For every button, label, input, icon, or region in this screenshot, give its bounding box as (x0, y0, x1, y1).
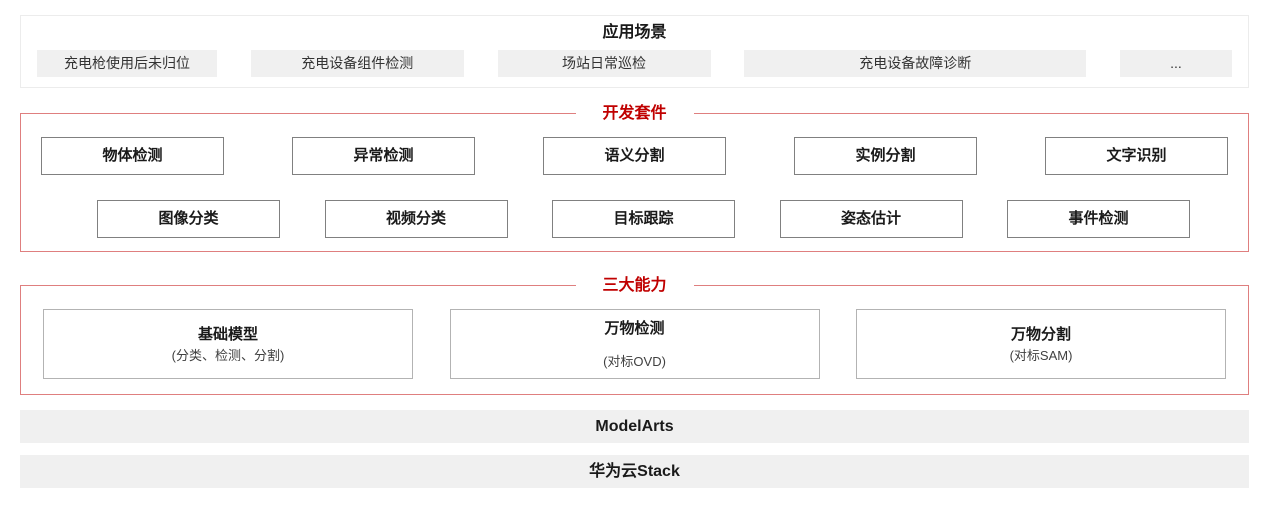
capabilities-section: 三大能力 基础模型 (分类、检测、分割) 万物检测 (对标OVD) 万物分割 (… (20, 275, 1249, 395)
devkit-box-object-detection: 物体检测 (41, 137, 224, 175)
architecture-diagram: 应用场景 充电枪使用后未归位 充电设备组件检测 场站日常巡检 充电设备故障诊断 … (20, 15, 1249, 488)
devkit-box-pose-estimation: 姿态估计 (779, 200, 963, 238)
capability-title: 基础模型 (197, 325, 258, 343)
scenario-chip-daily-inspection: 场站日常巡检 (497, 50, 711, 77)
capability-box-segment-anything: 万物分割 (对标SAM) (856, 309, 1226, 379)
devkit-box-instance-segmentation: 实例分割 (794, 137, 977, 175)
capabilities-title: 三大能力 (575, 275, 694, 296)
capability-subtitle: (对标SAM) (1009, 347, 1073, 363)
capability-title: 万物分割 (1010, 325, 1071, 343)
scenario-chip-charging-gun: 充电枪使用后未归位 (37, 50, 217, 77)
capability-subtitle: (分类、检测、分割) (171, 347, 285, 363)
application-scenarios-title: 应用场景 (602, 24, 667, 41)
application-scenarios-section: 应用场景 充电枪使用后未归位 充电设备组件检测 场站日常巡检 充电设备故障诊断 … (20, 15, 1249, 88)
dev-kit-row-1: 物体检测 异常检测 语义分割 实例分割 文字识别 (21, 137, 1248, 175)
huawei-cloud-stack-bar: 华为云Stack (20, 455, 1249, 488)
scenario-chip-component-detection: 充电设备组件检测 (250, 50, 464, 77)
devkit-box-image-classification: 图像分类 (97, 200, 280, 238)
devkit-box-video-classification: 视频分类 (324, 200, 508, 238)
dev-kit-section: 开发套件 物体检测 异常检测 语义分割 实例分割 文字识别 图像分类 视频分类 … (20, 103, 1249, 252)
devkit-box-object-tracking: 目标跟踪 (552, 200, 735, 238)
devkit-box-anomaly-detection: 异常检测 (292, 137, 475, 175)
capability-title: 万物检测 (604, 319, 665, 337)
dev-kit-title: 开发套件 (575, 103, 694, 124)
devkit-box-event-detection: 事件检测 (1007, 200, 1190, 238)
capability-box-base-model: 基础模型 (分类、检测、分割) (43, 309, 413, 379)
capability-box-detect-anything: 万物检测 (对标OVD) (449, 309, 820, 379)
capability-subtitle: (对标OVD) (603, 353, 666, 369)
devkit-box-semantic-segmentation: 语义分割 (543, 137, 726, 175)
devkit-box-text-recognition: 文字识别 (1045, 137, 1228, 175)
scenario-chips-row: 充电枪使用后未归位 充电设备组件检测 场站日常巡检 充电设备故障诊断 ... (21, 50, 1248, 77)
scenario-chip-fault-diagnosis: 充电设备故障诊断 (744, 50, 1087, 77)
capabilities-row: 基础模型 (分类、检测、分割) 万物检测 (对标OVD) 万物分割 (对标SAM… (21, 309, 1248, 379)
dev-kit-row-2: 图像分类 视频分类 目标跟踪 姿态估计 事件检测 (21, 200, 1248, 238)
scenario-chip-more: ... (1120, 50, 1232, 77)
modelarts-bar: ModelArts (20, 410, 1249, 443)
